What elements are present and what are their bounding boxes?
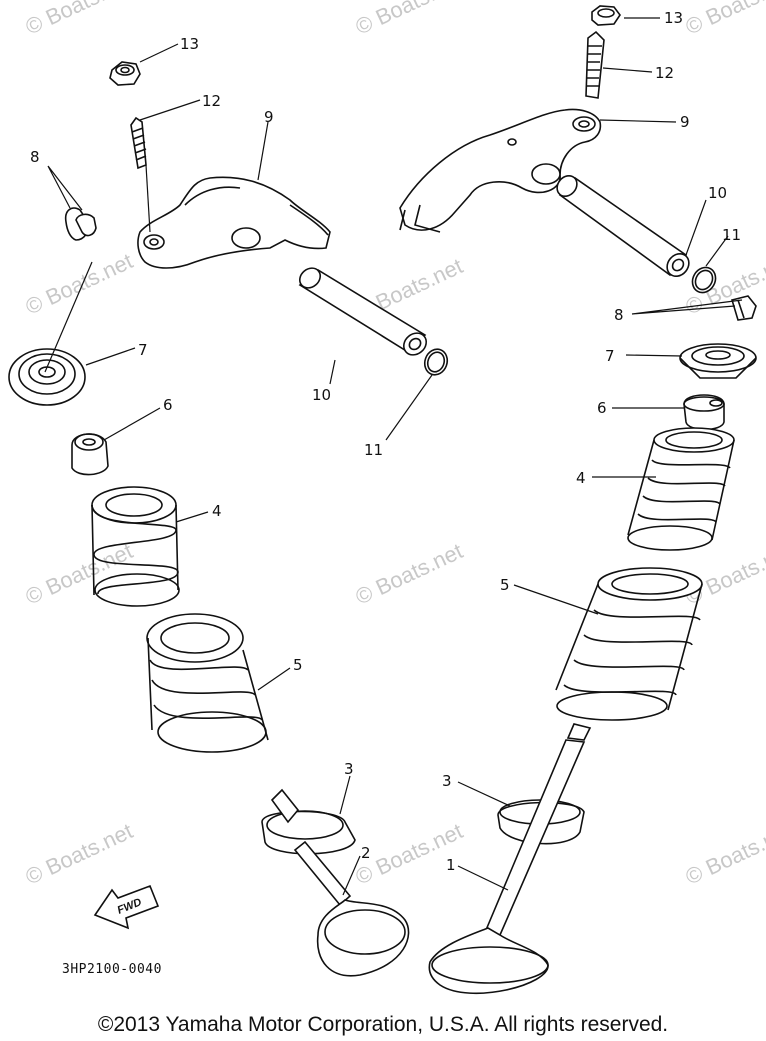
callout-3-right: 3 bbox=[442, 772, 452, 790]
adjuster-screw-left bbox=[130, 116, 147, 170]
callout-8-right: 8 bbox=[614, 306, 624, 324]
callout-8-left: 8 bbox=[30, 148, 40, 166]
o-ring-left bbox=[423, 348, 449, 376]
valve-cotters-left bbox=[64, 207, 97, 241]
spring-retainer-right bbox=[679, 343, 757, 379]
watermark: © Boats.net bbox=[22, 538, 137, 609]
callout-13-left: 13 bbox=[180, 35, 199, 53]
callout-labels: 13 12 9 8 7 10 11 6 4 5 3 2 13 12 9 10 1… bbox=[30, 9, 741, 874]
valve-spring-inner-left bbox=[91, 486, 180, 607]
callout-11-right: 11 bbox=[722, 226, 741, 244]
callout-1: 1 bbox=[446, 856, 456, 874]
callout-12-left: 12 bbox=[202, 92, 221, 110]
watermark: © Boats.net bbox=[682, 538, 766, 609]
watermark: © Boats.net bbox=[22, 0, 137, 40]
callout-5-right: 5 bbox=[500, 576, 510, 594]
callout-10-right: 10 bbox=[708, 184, 727, 202]
callout-5-left: 5 bbox=[293, 656, 303, 674]
callout-6-left: 6 bbox=[163, 396, 173, 414]
watermark: © Boats.net bbox=[22, 248, 137, 319]
callout-4-right: 4 bbox=[576, 469, 586, 487]
nut-right bbox=[591, 5, 621, 26]
stem-seal-right bbox=[683, 394, 725, 431]
callout-6-right: 6 bbox=[597, 399, 607, 417]
nut-left bbox=[109, 61, 141, 86]
callout-7-right: 7 bbox=[605, 347, 615, 365]
valve-spring-outer-right bbox=[555, 567, 703, 721]
callout-3-left: 3 bbox=[344, 760, 354, 778]
callout-2: 2 bbox=[361, 844, 371, 862]
callout-7-left: 7 bbox=[138, 341, 148, 359]
o-ring-right bbox=[691, 266, 717, 294]
copyright-notice: ©2013 Yamaha Motor Corporation, U.S.A. A… bbox=[97, 1013, 669, 1036]
watermark: © Boats.net bbox=[22, 818, 137, 889]
valve-spring-outer-left bbox=[146, 613, 269, 753]
watermark: © Boats.net bbox=[682, 0, 766, 40]
leader-lines bbox=[44, 17, 743, 896]
callout-4-left: 4 bbox=[212, 502, 222, 520]
callout-11-left: 11 bbox=[364, 441, 383, 459]
spring-retainer-left bbox=[8, 348, 86, 406]
fwd-arrow-icon: FWD bbox=[93, 884, 160, 930]
valve-right bbox=[428, 723, 592, 994]
watermark: © Boats.net bbox=[682, 818, 766, 889]
callout-10-left: 10 bbox=[312, 386, 331, 404]
rocker-arm-right bbox=[399, 108, 602, 233]
valve-left bbox=[270, 788, 410, 977]
valve-cotters-right bbox=[730, 295, 757, 321]
diagram-code: 3HP2100-0040 bbox=[62, 962, 162, 977]
rocker-arm-left bbox=[137, 176, 331, 269]
callout-13-right: 13 bbox=[664, 9, 683, 27]
rocker-shaft-left bbox=[298, 267, 428, 356]
rocker-shaft-right bbox=[556, 174, 690, 278]
watermark: © Boats.net bbox=[352, 0, 467, 40]
stem-seal-left bbox=[71, 433, 109, 476]
adjuster-screw-right bbox=[585, 30, 605, 99]
callout-9-left: 9 bbox=[264, 108, 274, 126]
callout-9-right: 9 bbox=[680, 113, 690, 131]
watermark: © Boats.net bbox=[352, 538, 467, 609]
callout-12-right: 12 bbox=[655, 64, 674, 82]
valve-spring-inner-right bbox=[627, 427, 735, 551]
